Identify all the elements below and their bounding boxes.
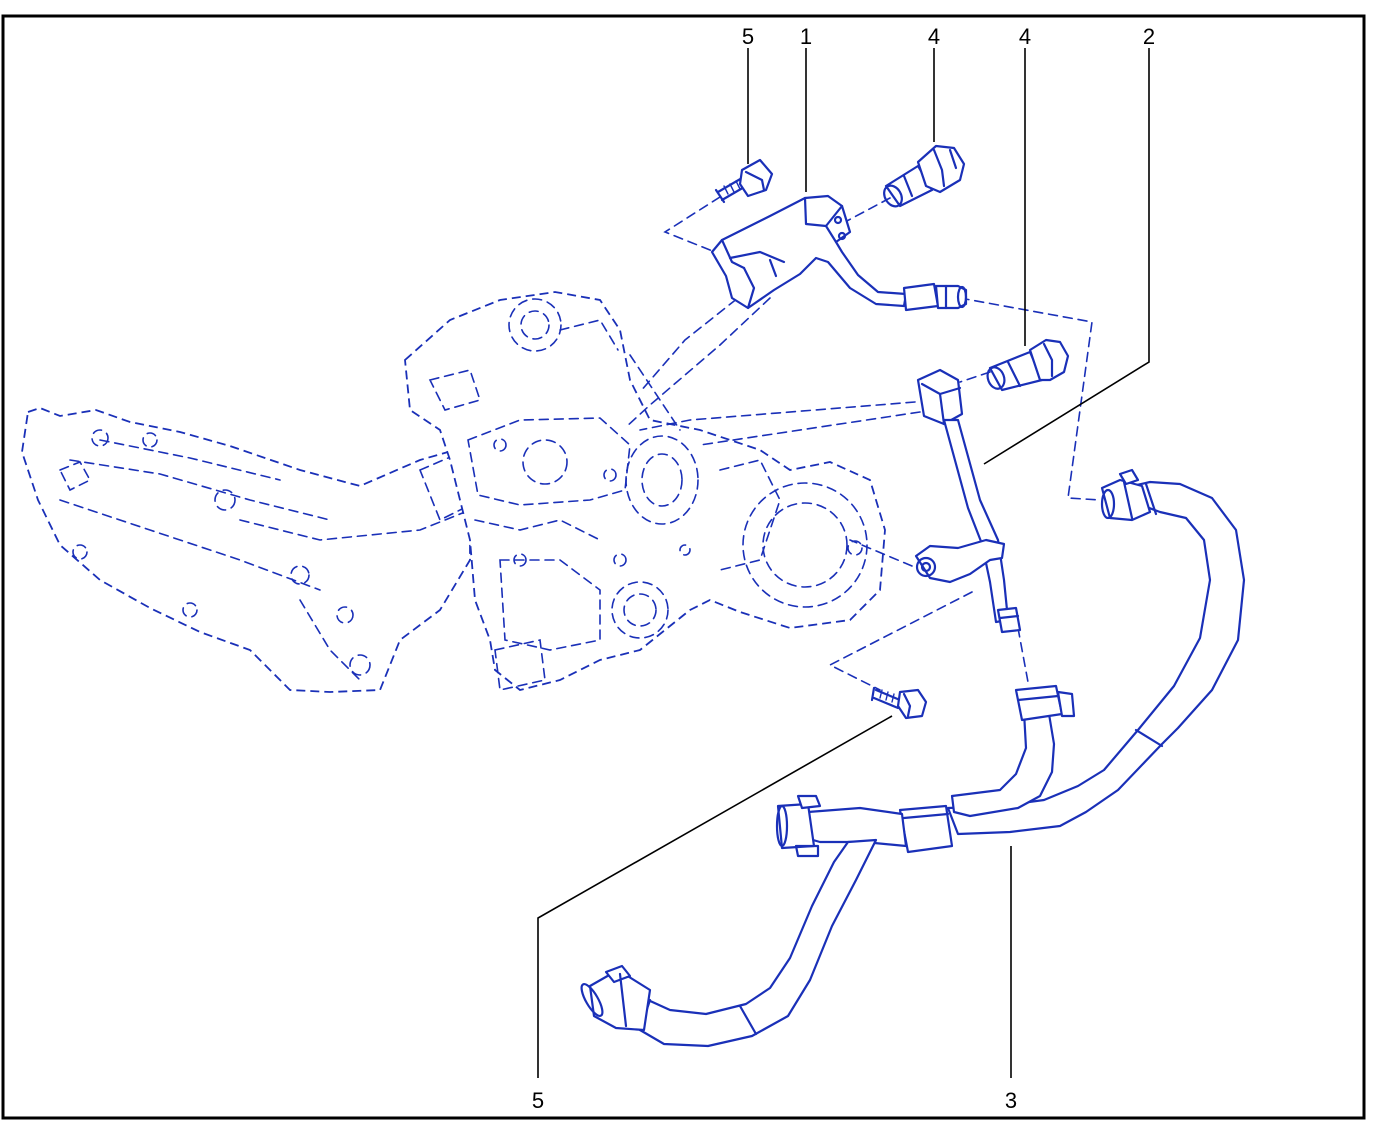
assembly-guide-lines <box>624 196 1101 691</box>
callout-5-lower: 5 <box>532 1088 544 1113</box>
callout-4-upper: 4 <box>928 24 940 49</box>
callout-4-lower: 4 <box>1019 24 1031 49</box>
turbocharger-phantom <box>404 291 886 691</box>
bolt-lower <box>870 686 928 720</box>
bolt-upper <box>714 158 774 204</box>
callout-numbers: 5 1 4 4 2 5 3 <box>532 24 1155 1113</box>
leader-lines <box>537 48 1150 1078</box>
banjo-bolt-lower <box>986 338 1070 392</box>
oil-feed-pipe <box>710 194 968 312</box>
leader-5-lower <box>537 715 893 1078</box>
callout-3: 3 <box>1005 1088 1017 1113</box>
coolant-hose-assembly <box>580 468 1246 1048</box>
oil-return-pipe <box>914 368 1022 634</box>
banjo-bolt-upper <box>883 144 966 208</box>
leader-2 <box>983 48 1150 465</box>
callout-2: 2 <box>1143 24 1155 49</box>
engine-block-phantom <box>21 407 482 693</box>
diagram-frame <box>1 14 1366 1120</box>
callout-1: 1 <box>800 24 812 49</box>
callout-5-upper: 5 <box>742 24 754 49</box>
